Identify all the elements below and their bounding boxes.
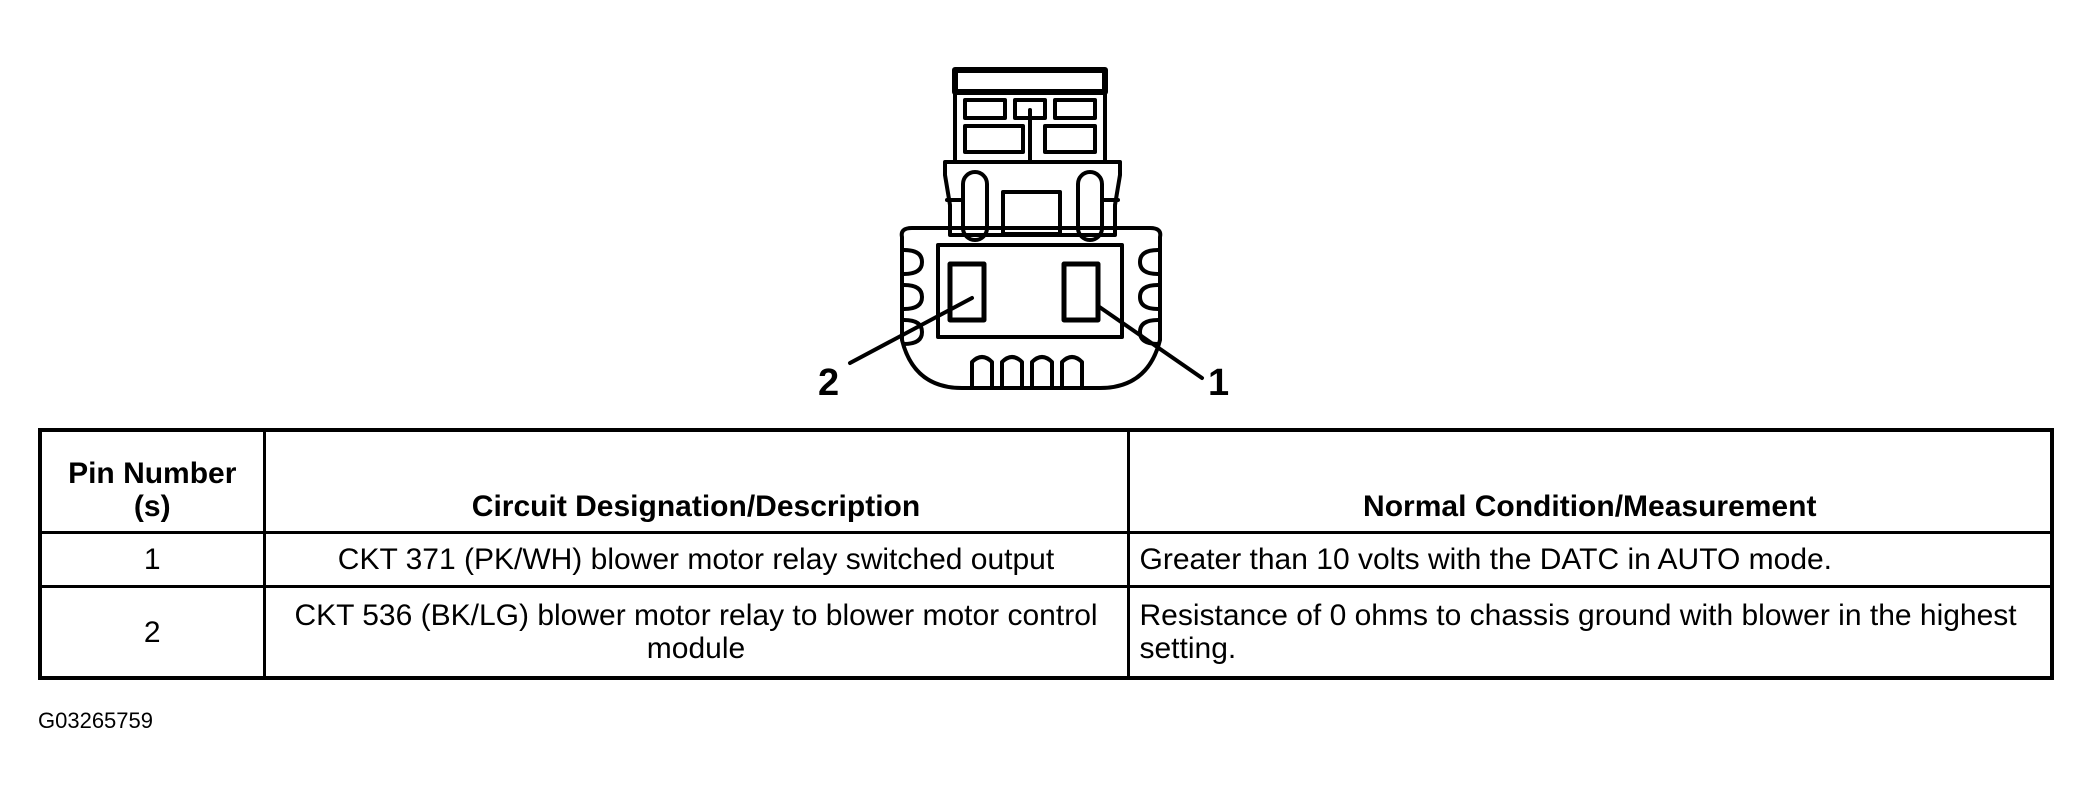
- header-normal-condition: Normal Condition/Measurement: [1126, 428, 2054, 534]
- table-header-row: Pin Number (s) Circuit Designation/Descr…: [38, 428, 2054, 534]
- table-row: 2 CKT 536 (BK/LG) blower motor relay to …: [38, 585, 2054, 680]
- pin-1-leader: [1096, 304, 1204, 380]
- pin-number-cell: 2: [38, 585, 266, 680]
- header-circuit-designation: Circuit Designation/Description: [262, 428, 1130, 534]
- pin-2-callout: 2: [818, 362, 839, 404]
- condition-cell: Greater than 10 volts with the DATC in A…: [1126, 531, 2054, 588]
- pin-2-leader: [848, 296, 974, 365]
- pin-number-cell: 1: [38, 531, 266, 588]
- table-row: 1 CKT 371 (PK/WH) blower motor relay swi…: [38, 531, 2054, 588]
- pin-2-cavity: [947, 261, 987, 323]
- condition-cell: Resistance of 0 ohms to chassis ground w…: [1126, 585, 2054, 680]
- connector-housing: [899, 226, 1163, 390]
- circuit-cell: CKT 536 (BK/LG) blower motor relay to bl…: [262, 585, 1130, 680]
- pin-1-callout: 1: [1208, 362, 1229, 404]
- connector-latch: [952, 67, 1108, 164]
- connector-neck: [943, 160, 1122, 242]
- circuit-cell: CKT 371 (PK/WH) blower motor relay switc…: [262, 531, 1130, 588]
- figure-id: G03265759: [38, 708, 153, 733]
- connector-diagram: 2 1: [818, 67, 1229, 404]
- pin-1-cavity: [1061, 261, 1101, 323]
- header-pin-number: Pin Number (s): [38, 428, 266, 534]
- pin-table: Pin Number (s) Circuit Designation/Descr…: [38, 428, 2054, 680]
